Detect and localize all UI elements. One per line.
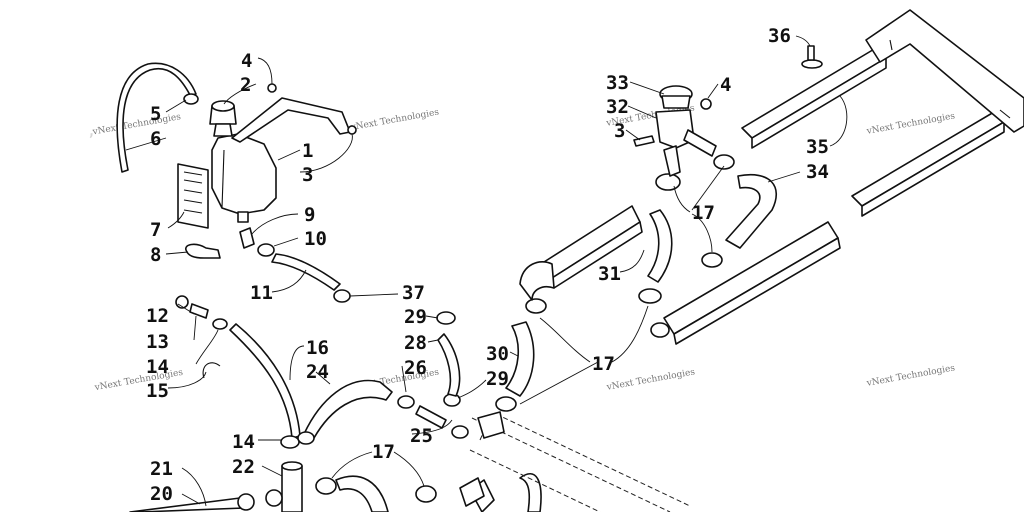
callout-3: 3 bbox=[302, 164, 313, 186]
watermark: vNext Technologies bbox=[91, 112, 182, 138]
hose-clamp-14a bbox=[212, 318, 228, 330]
callout-11: 11 bbox=[250, 282, 273, 304]
callout-29: 29 bbox=[404, 306, 427, 328]
callout-7: 7 bbox=[150, 219, 161, 241]
callout-37: 37 bbox=[402, 282, 425, 304]
svg-text:ʼ: ʼ bbox=[87, 130, 96, 150]
callout-9: 9 bbox=[304, 204, 315, 226]
callout-2: 2 bbox=[240, 74, 251, 96]
callout-10: 10 bbox=[304, 228, 327, 250]
callout-25: 25 bbox=[410, 425, 433, 447]
callout-12: 12 bbox=[146, 305, 169, 327]
hose-clamp-14b bbox=[280, 435, 300, 449]
callout-1: 1 bbox=[302, 140, 313, 162]
callout-21: 21 bbox=[150, 458, 173, 480]
radiator-cap-33 bbox=[659, 85, 693, 109]
callout-8: 8 bbox=[150, 244, 161, 266]
hose-clamp-29b bbox=[443, 393, 469, 439]
hose-clamp-5 bbox=[183, 93, 199, 105]
reservoir-cap bbox=[209, 100, 237, 137]
callout-13: 13 bbox=[146, 331, 169, 353]
leader-lines bbox=[125, 35, 848, 507]
callout-33: 33 bbox=[606, 72, 629, 94]
hose-20 bbox=[129, 489, 283, 512]
callout-6: 6 bbox=[150, 128, 161, 150]
bleeder-fitting-13 bbox=[189, 303, 209, 319]
decal bbox=[177, 163, 209, 229]
callout-14: 14 bbox=[232, 431, 255, 453]
pump-housing bbox=[459, 411, 505, 507]
hose-clamp-26 bbox=[397, 395, 415, 409]
hose-clamp-29a bbox=[436, 311, 456, 325]
watermark: vNext Technologies bbox=[605, 367, 696, 393]
callout-32: 32 bbox=[606, 96, 629, 118]
callout-17: 17 bbox=[372, 441, 395, 463]
hose-clamp-17c bbox=[315, 477, 437, 503]
callout-4: 4 bbox=[241, 50, 252, 72]
hose-elbow-lower bbox=[335, 472, 542, 512]
screw-3b bbox=[633, 135, 655, 147]
hose-34 bbox=[701, 154, 778, 268]
radiator-tube-right bbox=[650, 221, 841, 345]
hose-16 bbox=[229, 323, 301, 439]
watermark: vNext Technologies bbox=[93, 368, 184, 394]
filler-neck-32 bbox=[655, 109, 717, 177]
hose-24 bbox=[297, 379, 393, 445]
watermark: vNext Technologies bbox=[865, 111, 956, 137]
callouts: 4 2 1 3 5 6 7 8 9 10 11 37 12 13 14 15 1… bbox=[146, 25, 829, 505]
watermark: vNext Technologies bbox=[349, 108, 440, 134]
hose-clamp-10 bbox=[257, 243, 275, 257]
clamp-8 bbox=[185, 243, 221, 259]
frame-35 bbox=[741, 9, 1024, 217]
callout-24: 24 bbox=[306, 361, 329, 383]
callout-26: 26 bbox=[404, 357, 427, 379]
fastener-36 bbox=[801, 45, 823, 69]
callout-14: 14 bbox=[146, 356, 169, 378]
nut-4b bbox=[700, 98, 712, 110]
callout-17: 17 bbox=[692, 202, 715, 224]
pipe-22 bbox=[281, 461, 303, 512]
callout-22: 22 bbox=[232, 456, 255, 478]
callout-28: 28 bbox=[404, 332, 427, 354]
callout-29: 29 bbox=[486, 368, 509, 390]
overflow-tube bbox=[116, 62, 197, 173]
callout-35: 35 bbox=[806, 136, 829, 158]
radiator-tube-left bbox=[519, 205, 643, 301]
callout-15: 15 bbox=[146, 380, 169, 402]
callout-30: 30 bbox=[486, 343, 509, 365]
hose-30 bbox=[495, 298, 547, 412]
callout-36: 36 bbox=[768, 25, 791, 47]
callout-20: 20 bbox=[150, 483, 173, 505]
callout-4: 4 bbox=[720, 74, 731, 96]
callout-3: 3 bbox=[614, 120, 625, 142]
callout-17: 17 bbox=[592, 353, 615, 375]
hose-31 bbox=[638, 173, 681, 304]
callout-31: 31 bbox=[598, 263, 621, 285]
callout-5: 5 bbox=[150, 103, 161, 125]
hose-11 bbox=[271, 253, 341, 291]
callout-34: 34 bbox=[806, 161, 829, 183]
callout-16: 16 bbox=[306, 337, 329, 359]
hose-clamp-37 bbox=[333, 289, 351, 303]
fitting-9 bbox=[239, 227, 255, 249]
watermark: vNext Technologies bbox=[865, 363, 956, 389]
clip-15 bbox=[202, 362, 221, 379]
hose-28 bbox=[437, 333, 461, 397]
coolant-reservoir bbox=[211, 133, 277, 223]
